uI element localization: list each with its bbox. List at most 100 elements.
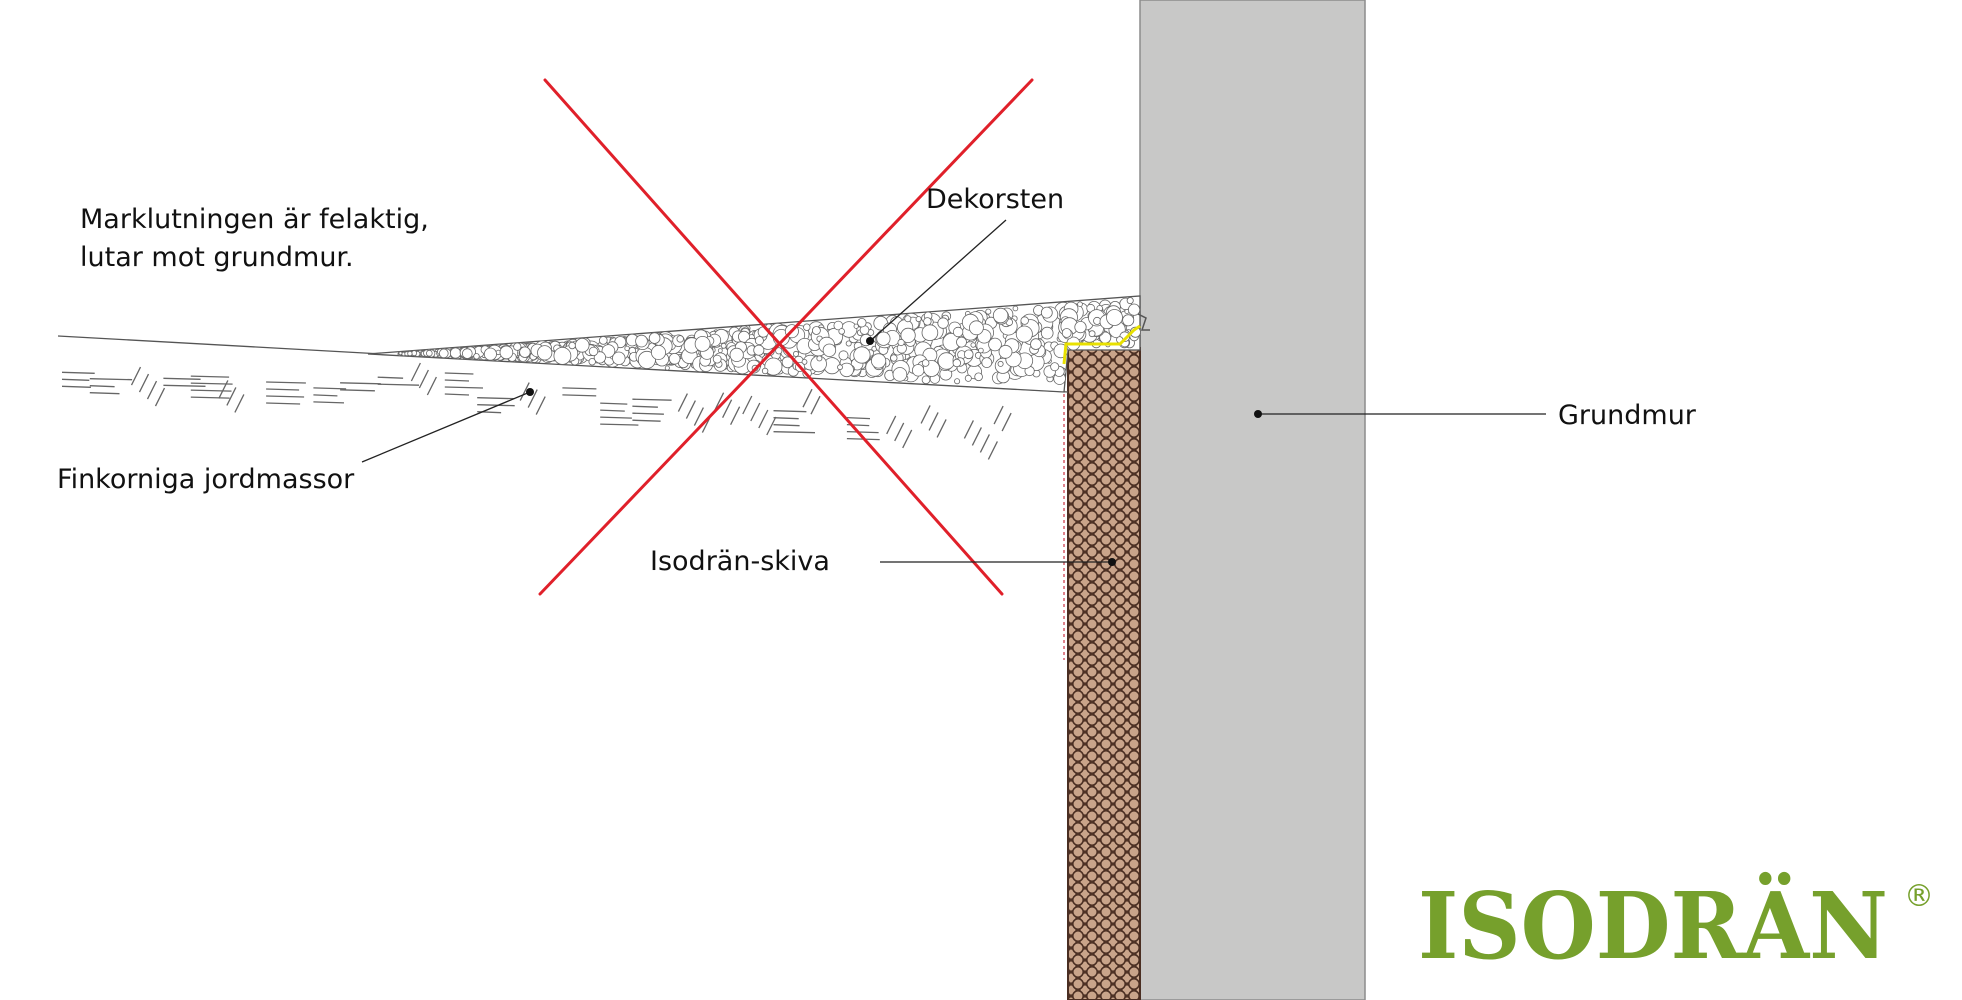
soil-hatch-mark [89, 392, 120, 395]
soil-hatch-mark [313, 394, 338, 397]
soil-hatch-mark [846, 430, 879, 434]
stone [553, 346, 572, 365]
stone [937, 352, 956, 370]
stone [694, 335, 711, 352]
decorative-stones [397, 297, 1141, 385]
stone [601, 344, 616, 358]
stone [1050, 362, 1060, 372]
soil-hatch-mark [519, 382, 530, 401]
stone [954, 378, 961, 385]
soil-hatch-mark [410, 362, 421, 382]
soil-hatch-mark [218, 380, 229, 399]
soil-hatch-mark [444, 379, 470, 382]
stone [1020, 316, 1029, 325]
soil-hatch-mark [377, 383, 420, 386]
stone [754, 336, 764, 346]
soil-hatch-mark [154, 387, 166, 407]
soil-hatch-mark [722, 399, 733, 418]
soil-hatch-mark [89, 378, 133, 381]
stone [499, 345, 514, 360]
fine-soil-hatching [61, 362, 1012, 460]
stone [648, 332, 661, 344]
stone [1040, 306, 1053, 319]
logo-registered-mark: ® [1904, 879, 1934, 914]
soil-hatch-mark [894, 422, 905, 442]
soil-hatch-mark [190, 375, 230, 378]
note-line-2: lutar mot grundmur. [80, 242, 354, 273]
stone [857, 318, 867, 328]
soil-hatch-mark [527, 389, 538, 408]
stone [407, 350, 413, 357]
stone [1128, 303, 1141, 316]
stone [712, 354, 722, 364]
stone [537, 345, 553, 361]
soil-hatch-mark [313, 387, 347, 390]
soil-hatch-mark [535, 396, 546, 415]
foundation-wall [1139, 0, 1366, 1000]
stone [997, 360, 1004, 367]
stone [801, 358, 808, 365]
soil-hatch-mark [426, 376, 437, 396]
stone [876, 331, 891, 346]
stone [1122, 314, 1135, 327]
soil-hatch-mark [340, 382, 381, 385]
stone [461, 348, 473, 359]
soil-hatch-mark [963, 420, 974, 439]
stone [398, 351, 403, 356]
soil-hatch-mark [693, 407, 704, 426]
soil-hatch-mark [377, 376, 404, 379]
stone [974, 372, 983, 382]
label-isodran-skiva: Isodrän-skiva [650, 546, 830, 577]
soil-hatch-mark [920, 405, 931, 424]
stone [568, 341, 576, 350]
flashing-strip [1062, 324, 1141, 365]
stone [775, 347, 783, 355]
stone [651, 344, 667, 360]
stone [717, 348, 723, 354]
stone [988, 337, 1002, 352]
stone [761, 367, 769, 375]
red-cross-stroke-1 [543, 78, 1004, 596]
stone [425, 349, 433, 357]
stone [793, 350, 800, 357]
leader-dot-finkorniga [526, 388, 534, 396]
soil-hatch-mark [632, 419, 661, 422]
stone [992, 307, 1009, 324]
soil-hatch-mark [562, 387, 597, 390]
isodran-board [1067, 347, 1141, 1000]
stone [812, 326, 821, 335]
soil-hatch-mark [632, 412, 664, 415]
soil-hatch-mark [61, 371, 95, 374]
soil-hatch-mark [444, 393, 470, 396]
soil-hatch-mark [773, 431, 816, 434]
stone [1040, 326, 1054, 340]
stone [890, 354, 898, 362]
soil-hatch-mark [266, 402, 301, 405]
soil-hatch-mark [1001, 412, 1012, 432]
flashing-strip-edge [1137, 313, 1150, 331]
soil-hatch-mark [61, 385, 91, 388]
soil-hatch-mark [444, 372, 474, 375]
soil-hatch-mark [742, 395, 753, 415]
soil-hatch-mark [802, 388, 813, 408]
soil-hatch-mark [928, 412, 939, 431]
stone [981, 357, 993, 369]
soil-hatch-mark [632, 398, 672, 401]
stone [637, 350, 656, 369]
stone [833, 320, 844, 331]
soil-hatch-mark [810, 395, 821, 415]
stone [764, 357, 783, 376]
soil-hatch-mark [730, 406, 741, 425]
soil-hatch-mark [600, 409, 625, 412]
stone [519, 346, 531, 358]
soil-hatch-mark [971, 427, 982, 446]
stone [1012, 305, 1019, 312]
leader-dot-isodran [1108, 558, 1116, 566]
soil-hatch-mark [987, 441, 998, 460]
soil-hatch-mark [266, 388, 300, 391]
stone [853, 346, 871, 364]
soil-hatch-mark [138, 373, 150, 393]
stone [1061, 328, 1072, 338]
stone [838, 328, 845, 335]
